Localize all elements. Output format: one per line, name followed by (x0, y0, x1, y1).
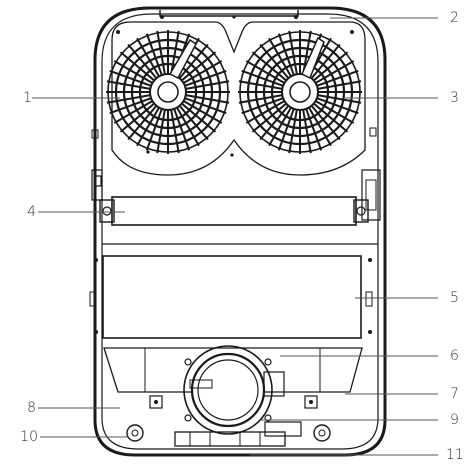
fan-spoke (119, 102, 155, 133)
fan-spoke (106, 94, 151, 104)
fan-spoke (259, 43, 290, 79)
fan-spoke (241, 69, 284, 87)
fan-spoke (288, 109, 298, 154)
fan-spoke (245, 100, 285, 124)
fan-spoke (277, 108, 295, 151)
housing-inner-outline (101, 13, 379, 450)
callout-6: 6 (450, 348, 459, 364)
fan-spoke (315, 60, 355, 84)
top-handle (159, 10, 299, 17)
fan-spoke (313, 102, 349, 133)
fan-spoke (308, 107, 332, 147)
fan-spoke (127, 43, 158, 79)
fan-spoke (302, 109, 312, 154)
callout-2: 2 (450, 10, 459, 26)
fan-spoke (238, 80, 283, 90)
fan-spoke (315, 100, 355, 124)
fan-spoke (317, 80, 362, 90)
fan-spoke (106, 80, 151, 90)
fan-spoke (185, 80, 230, 90)
fan-spoke (178, 105, 209, 141)
right-bracket (361, 169, 381, 221)
callout-11: 11 (446, 447, 464, 463)
fan-spoke (259, 105, 290, 141)
fan-spoke (183, 60, 223, 84)
fan-spoke (241, 97, 284, 115)
fan-spoke (181, 51, 217, 82)
fan-spoke (317, 94, 362, 104)
fan-spoke (181, 102, 217, 133)
fan-spoke (113, 60, 153, 84)
fan-spoke (145, 108, 163, 151)
fan-shroud (111, 21, 366, 176)
fan-spoke (245, 60, 285, 84)
fan-spoke (268, 107, 292, 147)
fan-spoke (251, 51, 287, 82)
fan-spoke (156, 109, 166, 154)
fan-spoke (136, 37, 160, 77)
fan-spoke (178, 43, 209, 79)
right-fan (238, 30, 362, 154)
callout-1: 1 (23, 90, 32, 106)
fan-spoke (170, 109, 180, 154)
fan-spoke (136, 107, 160, 147)
fan-spoke (288, 30, 298, 75)
fan-spoke (109, 69, 152, 87)
fan-spoke (316, 69, 359, 87)
fan-spoke (113, 100, 153, 124)
lower-tray (103, 347, 363, 393)
fan-spoke (184, 97, 227, 115)
callout-4: 4 (27, 204, 36, 220)
fan-spoke (313, 51, 349, 82)
fan-spoke (268, 37, 292, 77)
fan-spoke (185, 94, 230, 104)
fan-spoke (316, 97, 359, 115)
callout-10: 10 (20, 429, 38, 445)
fan-spoke (238, 94, 283, 104)
fan-spoke (251, 102, 287, 133)
callout-5: 5 (450, 290, 459, 306)
callout-3: 3 (450, 90, 459, 106)
fan-spoke (310, 43, 341, 79)
fan-spoke (183, 100, 223, 124)
drain-valve (183, 345, 285, 435)
left-fan (106, 30, 230, 154)
leader-lines (32, 17, 438, 456)
fan-spoke (277, 33, 295, 76)
fan-spoke (173, 108, 191, 151)
fan-spoke (176, 107, 200, 147)
fan-spoke (109, 97, 152, 115)
fan-spoke (305, 108, 323, 151)
heater-bar (99, 196, 369, 226)
fan-spoke (156, 30, 166, 75)
fan-spoke (119, 51, 155, 82)
callout-7: 7 (450, 386, 459, 402)
bottom-fittings (126, 421, 331, 447)
fan-spoke (184, 69, 227, 87)
fan-spoke (145, 33, 163, 76)
fan-spoke (127, 105, 158, 141)
fan-spoke (170, 30, 180, 75)
filter-panel (89, 255, 373, 339)
fan-spoke (310, 105, 341, 141)
callout-8: 8 (27, 400, 36, 416)
callout-9: 9 (450, 412, 459, 428)
